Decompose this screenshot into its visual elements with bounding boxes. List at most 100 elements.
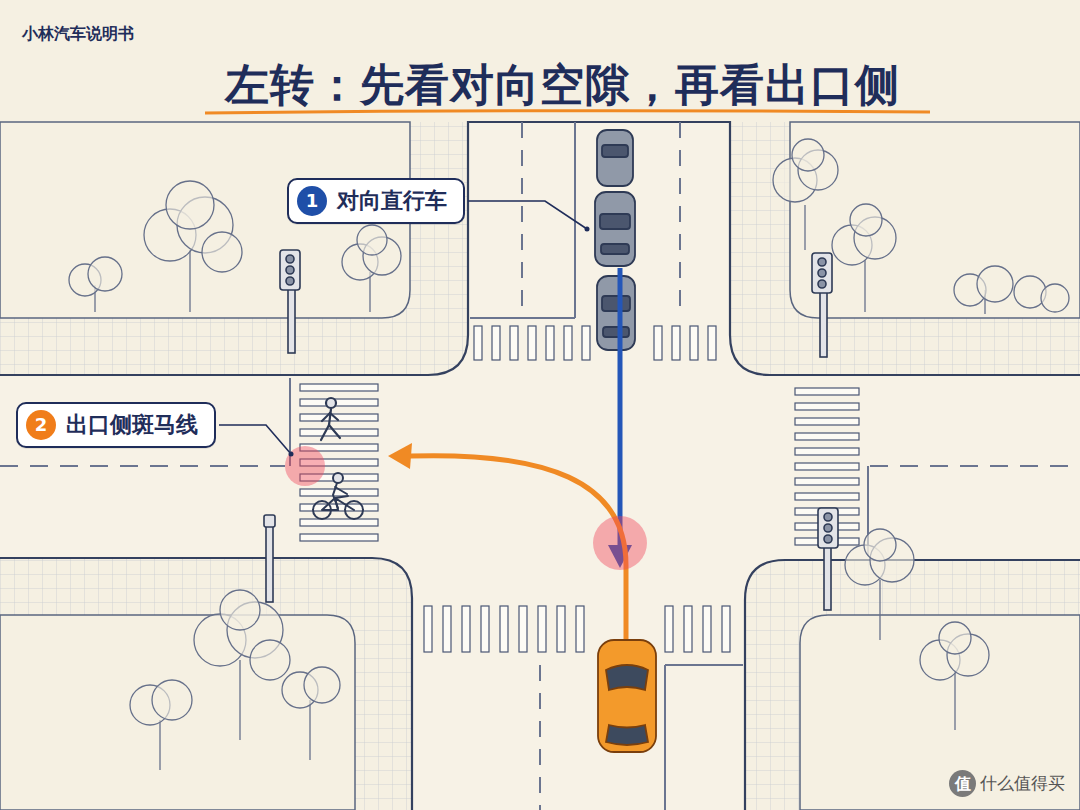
crosswalk-part — [795, 493, 859, 500]
tree-part — [879, 580, 880, 640]
crosswalk-part — [300, 414, 378, 421]
crosswalk-part — [424, 606, 432, 652]
pedestrian-part — [326, 398, 336, 408]
conflict-point — [593, 516, 647, 570]
crosswalk-part — [300, 399, 378, 406]
orange-car-part — [606, 665, 648, 690]
lane-marking-part — [664, 665, 666, 810]
traffic-light-part — [818, 508, 838, 548]
lane-marking-part — [470, 317, 575, 319]
cyclist-part — [333, 483, 347, 508]
pedestrian — [321, 398, 340, 440]
gray-car-part — [597, 130, 633, 186]
crosswalk-part — [665, 606, 673, 652]
callout-number: 1 — [297, 186, 327, 216]
crosswalk-part — [474, 326, 482, 360]
tree-part — [202, 232, 242, 272]
pedestrian-part — [330, 413, 338, 420]
tree-part — [239, 660, 240, 740]
cyclist-part — [333, 473, 343, 483]
crosswalk-part — [795, 388, 859, 395]
crosswalk-part — [576, 606, 584, 652]
tree-part — [159, 720, 160, 770]
site-watermark: 什么值得买 — [980, 772, 1065, 795]
crosswalk-part — [795, 418, 859, 425]
traffic-light-part — [824, 513, 832, 521]
crosswalk-part — [684, 606, 692, 652]
crosswalk-part — [557, 606, 565, 652]
tree-part — [977, 266, 1013, 302]
crosswalk-part — [443, 606, 451, 652]
tree-part — [939, 622, 971, 654]
tree-part — [792, 139, 824, 171]
conflict-point — [285, 446, 325, 486]
crosswalk-part — [300, 384, 378, 391]
tree-part — [357, 225, 387, 255]
road-surface — [0, 122, 1080, 810]
orange-car-part — [598, 640, 656, 752]
leader-line — [219, 425, 291, 454]
tree-part — [804, 205, 805, 250]
crosswalk-part — [703, 606, 711, 652]
gray-car-part — [595, 192, 635, 266]
crosswalk-part — [300, 519, 378, 526]
logo-mark: 值 — [949, 770, 976, 797]
traffic-light-part — [280, 250, 300, 290]
traffic-light-part — [266, 520, 273, 602]
pedestrian-part — [329, 409, 331, 425]
tree-part — [88, 257, 122, 291]
crosswalk-part — [795, 403, 859, 410]
arrow-head — [388, 443, 412, 469]
crosswalk-part — [546, 326, 554, 360]
crosswalk-part — [654, 326, 662, 360]
crosswalk-part — [300, 534, 378, 541]
lane-marking-part — [665, 664, 743, 666]
callout-text: 出口侧斑马线 — [66, 410, 198, 440]
crosswalk-part — [690, 326, 698, 360]
crosswalk-part — [672, 326, 680, 360]
tree-part — [220, 590, 260, 630]
lane-marking-part — [539, 665, 541, 810]
traffic-light-part — [288, 285, 295, 353]
crosswalk-part — [708, 326, 716, 360]
pedestrian-part — [322, 413, 330, 421]
pedestrian-part — [329, 425, 340, 438]
crosswalk-part — [510, 326, 518, 360]
lane-marking — [0, 122, 1080, 810]
tree-part — [954, 670, 955, 730]
leader-line — [468, 201, 587, 229]
gray-car — [595, 130, 635, 350]
crosswalk-part — [481, 606, 489, 652]
callout-number: 2 — [26, 410, 56, 440]
brand-watermark: 小林汽车说明书 — [22, 24, 134, 45]
crosswalk-part — [795, 448, 859, 455]
tree-part — [189, 250, 190, 312]
lane-marking-part — [679, 122, 681, 318]
lane-marking-part — [574, 122, 576, 318]
crosswalk-part — [300, 429, 378, 436]
gray-car-part — [597, 276, 635, 350]
crosswalk-part — [582, 326, 590, 360]
lane-marking-part — [0, 465, 285, 467]
crosswalk-part — [528, 326, 536, 360]
tree-part — [304, 667, 340, 703]
callout-box: 2 出口侧斑马线 — [16, 402, 216, 448]
tree — [69, 139, 1069, 770]
tree-part — [850, 204, 882, 236]
callout-text: 对向直行车 — [337, 186, 447, 216]
crosswalk-part — [462, 606, 470, 652]
traffic-light-part — [264, 515, 275, 527]
city-block-part — [790, 122, 1080, 318]
traffic-light-part — [818, 269, 826, 277]
tree-part — [309, 700, 310, 760]
lane-marking-part — [521, 122, 523, 318]
tree-part — [152, 680, 192, 720]
tree-part — [864, 260, 865, 312]
crosswalk-part — [722, 606, 730, 652]
lane-marking-part — [870, 465, 1080, 467]
orange-car-part — [606, 725, 648, 745]
traffic-light-part — [824, 535, 832, 543]
traffic-light-part — [286, 277, 294, 285]
crosswalk-part — [795, 478, 859, 485]
traffic-light-part — [818, 280, 826, 288]
